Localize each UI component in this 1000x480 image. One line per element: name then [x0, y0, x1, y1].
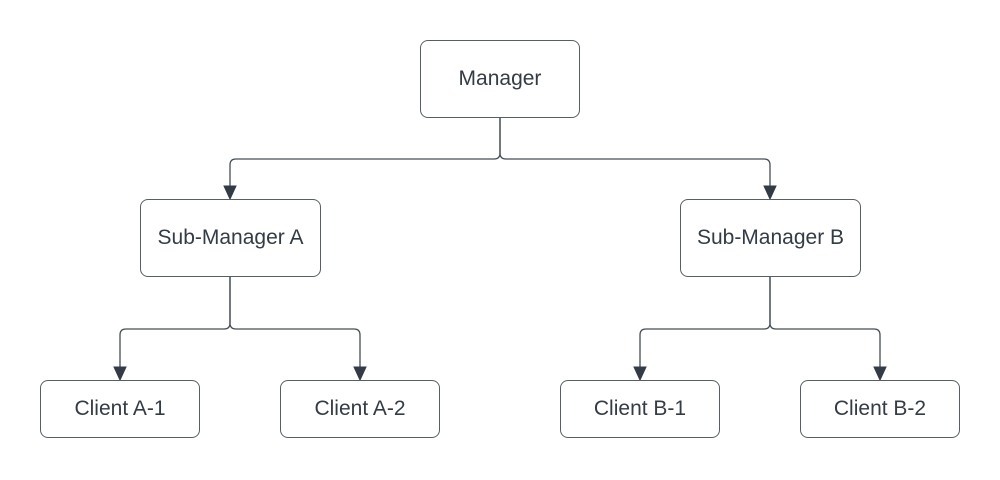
node-client-b1-label: Client B-1: [593, 397, 687, 421]
arrowhead-client-b2: [873, 366, 887, 382]
edge-sub-b-client-b1: [639, 277, 771, 367]
edge-manager-sub-a: [229, 118, 501, 186]
edge-manager-sub-b: [499, 118, 771, 186]
node-sub-manager-b-label: Sub-Manager B: [696, 226, 845, 250]
edge-sub-b-client-b2: [769, 277, 881, 367]
arrowhead-client-a1: [113, 366, 127, 382]
node-sub-manager-a-label: Sub-Manager A: [157, 226, 304, 250]
node-client-a1: Client A-1: [40, 380, 200, 438]
node-sub-manager-a: Sub-Manager A: [140, 199, 321, 277]
node-client-b2-label: Client B-2: [833, 397, 927, 421]
node-sub-manager-b: Sub-Manager B: [680, 199, 861, 277]
node-client-b2: Client B-2: [800, 380, 960, 438]
node-client-b1: Client B-1: [560, 380, 720, 438]
node-client-a1-label: Client A-1: [74, 397, 166, 421]
edge-sub-a-client-a2: [229, 277, 361, 367]
node-client-a2: Client A-2: [280, 380, 440, 438]
edge-sub-a-client-a1: [119, 277, 231, 367]
node-manager: Manager: [420, 40, 580, 118]
arrowhead-sub-a: [223, 185, 237, 201]
arrowhead-sub-b: [763, 185, 777, 201]
node-client-a2-label: Client A-2: [314, 397, 406, 421]
arrowhead-client-b1: [633, 366, 647, 382]
node-manager-label: Manager: [458, 67, 542, 91]
arrowhead-client-a2: [353, 366, 367, 382]
